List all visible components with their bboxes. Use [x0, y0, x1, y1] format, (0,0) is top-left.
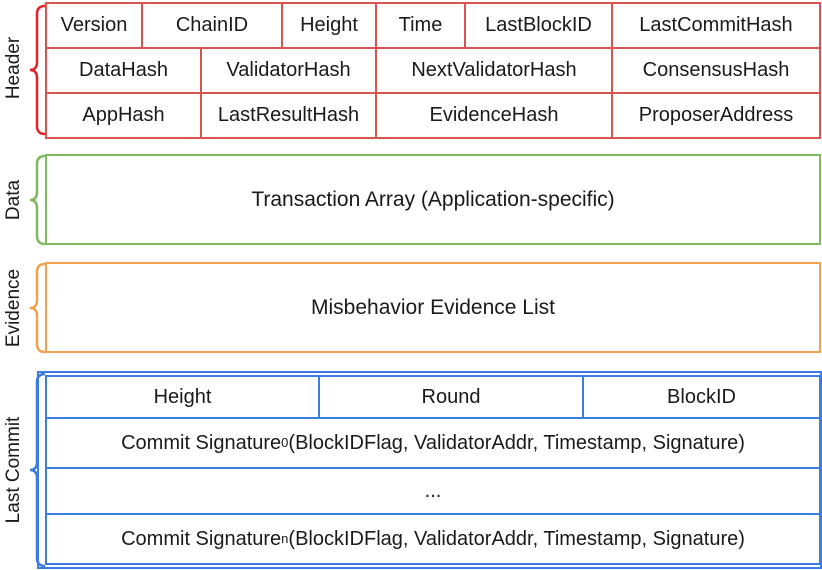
- last-commit-field-round: Round: [318, 375, 584, 419]
- header-brace: [29, 4, 46, 136]
- header-field-apphash: AppHash: [45, 92, 202, 139]
- header-field-evidencehash: EvidenceHash: [375, 92, 613, 139]
- header-field-time: Time: [375, 2, 466, 49]
- commit-signature-n-prefix: Commit Signature: [121, 527, 282, 550]
- header-field-lastresulthash: LastResultHash: [200, 92, 377, 139]
- header-field-lastcommithash: LastCommitHash: [611, 2, 821, 49]
- evidence-section-label: Evidence: [3, 268, 24, 348]
- header-field-datahash: DataHash: [45, 47, 202, 94]
- header-field-proposeraddress: ProposerAddress: [611, 92, 821, 139]
- commit-signature-ellipsis-row: ...: [45, 467, 821, 515]
- header-field-lastblockid: LastBlockID: [464, 2, 613, 49]
- header-field-consensushash: ConsensusHash: [611, 47, 821, 94]
- last-commit-section: [37, 371, 822, 569]
- commit-signature-0-prefix: Commit Signature: [121, 431, 282, 454]
- commit-signature-n-suffix: (BlockIDFlag, ValidatorAddr, Timestamp, …: [288, 527, 745, 550]
- commit-signature-0-suffix: (BlockIDFlag, ValidatorAddr, Timestamp, …: [288, 431, 745, 454]
- data-section-label: Data: [3, 179, 24, 221]
- last-commit-section-label: Last Commit: [3, 416, 24, 524]
- evidence-brace: [29, 262, 46, 354]
- header-field-validatorhash: ValidatorHash: [200, 47, 377, 94]
- header-field-chainid: ChainID: [141, 2, 283, 49]
- data-brace: [29, 154, 46, 246]
- last-commit-field-blockid: BlockID: [582, 375, 821, 419]
- evidence-section: Misbehavior Evidence List: [45, 262, 821, 353]
- header-field-nextvalidatorhash: NextValidatorHash: [375, 47, 613, 94]
- header-field-version: Version: [45, 2, 143, 49]
- header-section-label: Header: [3, 36, 24, 100]
- last-commit-field-height: Height: [45, 375, 320, 419]
- header-field-height: Height: [281, 2, 377, 49]
- data-section: Transaction Array (Application-specific): [45, 154, 821, 245]
